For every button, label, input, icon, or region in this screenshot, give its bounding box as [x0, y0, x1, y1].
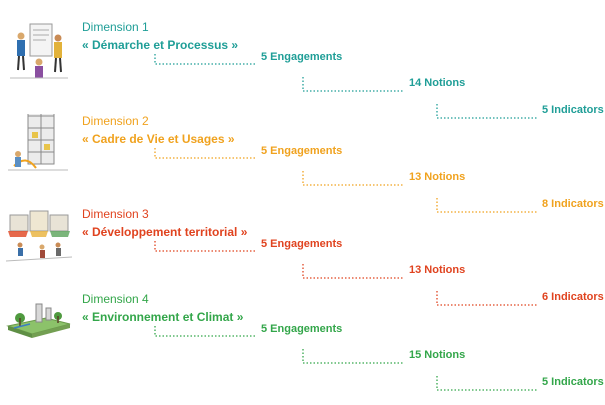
notions-count: 13 Notions	[409, 264, 466, 276]
indicators-count: 6 Indicators	[542, 291, 604, 303]
notions-count: 15 Notions	[409, 349, 466, 361]
engagements-count: 5 Engagements	[261, 145, 343, 157]
tree-connector	[154, 148, 537, 213]
dimension-label: Dimension 1	[82, 20, 149, 34]
dimension-title: « Démarche et Processus »	[82, 38, 239, 52]
dimension-title: « Développement territorial »	[82, 225, 248, 239]
dimension-block-3: Dimension 3 « Développement territorial …	[0, 207, 605, 307]
tree-connector	[154, 326, 537, 391]
engagements-count: 5 Engagements	[261, 51, 343, 63]
indicators-count: 8 Indicators	[542, 198, 604, 210]
indicators-count: 5 Indicators	[542, 376, 604, 388]
dotted-connector-line	[436, 104, 537, 119]
building-scaffold-sketch-icon	[8, 114, 68, 171]
dimension-block-1: Dimension 1 « Démarche et Processus » 5 …	[0, 20, 605, 120]
dotted-connector-line	[154, 326, 256, 337]
dotted-connector-line	[436, 198, 537, 213]
dotted-connector-line	[436, 291, 537, 306]
dimension-block-2: Dimension 2 « Cadre de Vie et Usages » 5…	[0, 114, 605, 214]
dotted-connector-line	[154, 241, 256, 252]
tree-connector	[154, 54, 537, 119]
notions-count: 13 Notions	[409, 171, 466, 183]
dotted-connector-line	[154, 148, 256, 159]
dotted-connector-line	[154, 54, 256, 65]
dimension-label: Dimension 2	[82, 114, 149, 128]
dotted-connector-line	[302, 77, 404, 92]
green-park-sketch-icon	[6, 303, 71, 338]
people-with-board-sketch-icon	[10, 23, 68, 79]
dotted-connector-line	[302, 264, 404, 279]
tree-connector	[154, 241, 537, 306]
dotted-connector-line	[302, 349, 404, 364]
dimension-title: « Cadre de Vie et Usages »	[82, 132, 235, 146]
dimension-label: Dimension 3	[82, 207, 149, 221]
street-market-sketch-icon	[6, 210, 72, 262]
engagements-count: 5 Engagements	[261, 323, 343, 335]
dimension-label: Dimension 4	[82, 292, 149, 306]
dimension-block-4: Dimension 4 « Environnement et Climat » …	[0, 292, 605, 392]
dimension-title: « Environnement et Climat »	[82, 310, 244, 324]
dotted-connector-line	[436, 376, 537, 391]
indicators-count: 5 Indicators	[542, 104, 604, 116]
notions-count: 14 Notions	[409, 77, 466, 89]
dotted-connector-line	[302, 171, 404, 186]
engagements-count: 5 Engagements	[261, 238, 343, 250]
